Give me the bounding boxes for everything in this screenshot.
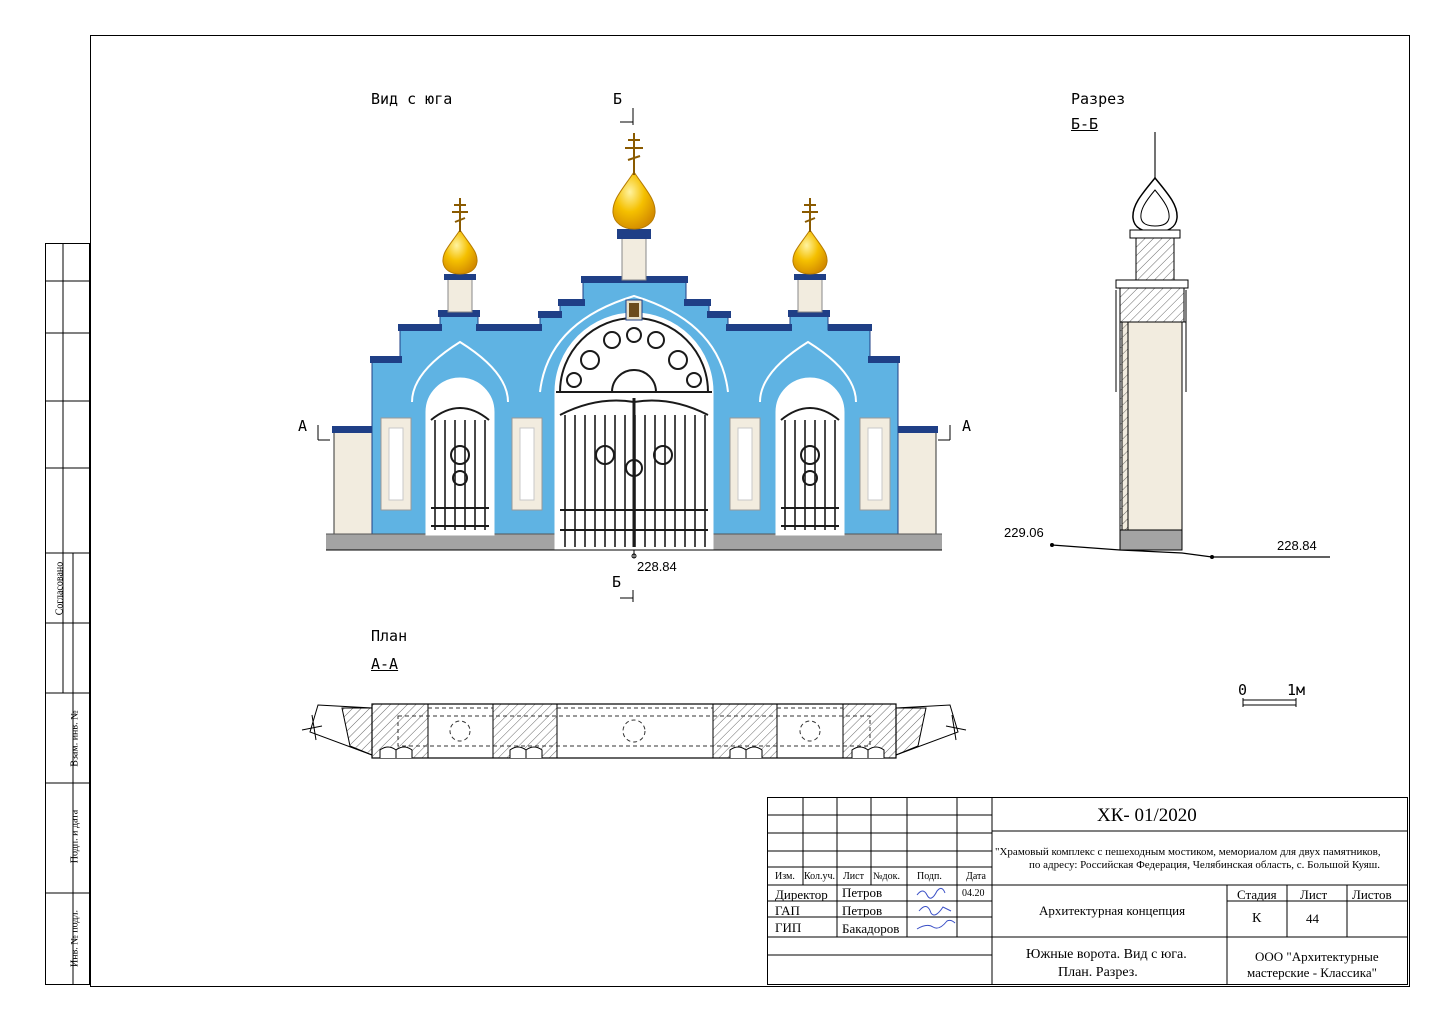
concept-label: Архитектурная концепция [1039, 903, 1186, 918]
south-view-title: Вид с юга [371, 90, 453, 108]
elev-right: 228.84 [1277, 538, 1317, 553]
sheet-label: Лист [1300, 887, 1328, 902]
name-gip: Бакадоров [842, 921, 900, 936]
org-line-2: мастерские - Классика" [1247, 965, 1377, 980]
role-gap: ГАП [775, 903, 800, 918]
elev-facade: 228.84 [637, 559, 677, 574]
stage-value: К [1252, 911, 1262, 926]
drawing-line-2: План. Разрез. [1058, 965, 1138, 980]
date-director: 04.20 [962, 888, 985, 899]
hdr-list: Лист [843, 871, 864, 882]
role-gip: ГИП [775, 920, 802, 935]
hdr-data: Дата [966, 871, 986, 882]
title-block: ХК- 01/2020 "Храмовый комплекс с пешеход… [767, 797, 1408, 985]
project-line-2: по адресу: Российская Федерация, Челябин… [1029, 859, 1380, 871]
hdr-podp: Подп. [917, 871, 942, 882]
sheet-frame [90, 35, 1410, 987]
sheets-label: Листов [1352, 887, 1392, 902]
name-director: Петров [842, 885, 883, 900]
hdr-kol: Кол.уч. [804, 871, 836, 882]
sheet-value: 44 [1306, 911, 1319, 926]
cut-a-right: А [962, 417, 972, 435]
org-line-1: ООО "Архитектурные [1255, 949, 1379, 964]
stage-label: Стадия [1237, 887, 1277, 902]
plan-name: А-А [371, 655, 399, 673]
plan-title: План [371, 627, 408, 645]
cut-b-top: Б [613, 90, 623, 108]
scale-zero: 0 [1238, 681, 1248, 699]
section-name: Б-Б [1071, 115, 1099, 133]
cut-a-left: А [298, 417, 308, 435]
scale-one: 1м [1287, 681, 1306, 699]
project-line-1: "Храмовый комплекс с пешеходным мостиком… [995, 846, 1381, 858]
name-gap: Петров [842, 903, 883, 918]
role-director: Директор [775, 887, 828, 902]
drawing-line-1: Южные ворота. Вид с юга. [1026, 947, 1187, 962]
side-stamp: Согласовано Взам. инв. № Подп. и дата Ин… [45, 243, 90, 985]
hdr-ndok: №док. [873, 871, 900, 882]
section-title: Разрез [1071, 90, 1126, 108]
hdr-izm: Изм. [775, 871, 795, 882]
elev-left: 229.06 [1004, 525, 1044, 540]
doc-code: ХК- 01/2020 [1097, 805, 1197, 826]
cut-b-bottom: Б [612, 573, 622, 591]
